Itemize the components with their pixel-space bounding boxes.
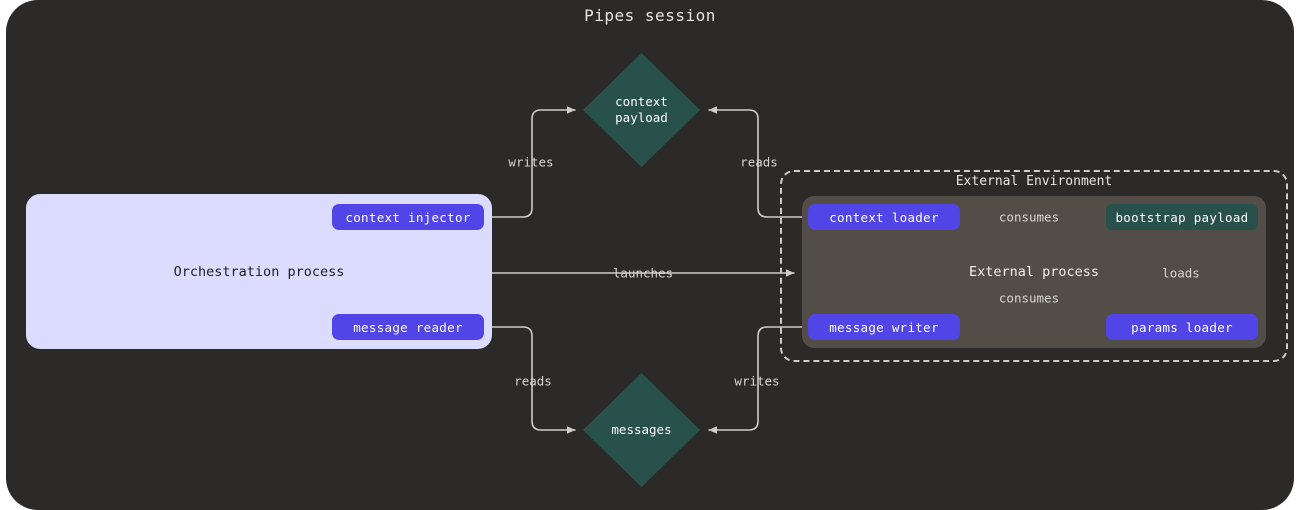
edge-reads-messages (491, 326, 576, 434)
context-payload-text: context payload (583, 53, 700, 167)
store-messages[interactable]: messages (583, 373, 700, 487)
messages-line1: messages (611, 422, 672, 438)
edge-label-reads-context: reads (740, 154, 778, 170)
edge-writes-messages (708, 326, 803, 434)
pill-context-injector[interactable]: context injector (332, 204, 484, 230)
edge-label-loads-params: loads (1162, 265, 1200, 281)
external-environment-container (780, 170, 1288, 362)
edge-writes-context (491, 106, 576, 218)
external-process-label: External process (968, 264, 1100, 280)
edge-label-consumes-message-writer: consumes (998, 290, 1060, 306)
store-context-payload[interactable]: context payload (583, 53, 700, 167)
context-payload-line2: payload (615, 110, 668, 125)
orchestration-process-label: Orchestration process (173, 263, 345, 280)
page-title: Pipes session (584, 6, 716, 25)
edge-label-consumes-context-loader: consumes (998, 209, 1060, 225)
edge-label-reads-messages: reads (514, 373, 552, 389)
edge-label-writes-messages: writes (734, 373, 780, 389)
context-payload-line1: context (615, 94, 668, 110)
external-environment-title: External Environment (955, 174, 1113, 189)
edge-reads-context (708, 106, 803, 218)
box-bootstrap-payload[interactable]: bootstrap payload (1106, 204, 1258, 230)
pill-message-writer[interactable]: message writer (808, 314, 960, 340)
edge-label-writes-context: writes (508, 154, 554, 170)
pill-message-reader[interactable]: message reader (332, 314, 484, 340)
edge-label-launches: launches (612, 265, 674, 281)
pill-params-loader[interactable]: params loader (1106, 314, 1258, 340)
messages-text: messages (583, 373, 700, 487)
pill-context-loader[interactable]: context loader (808, 204, 960, 230)
